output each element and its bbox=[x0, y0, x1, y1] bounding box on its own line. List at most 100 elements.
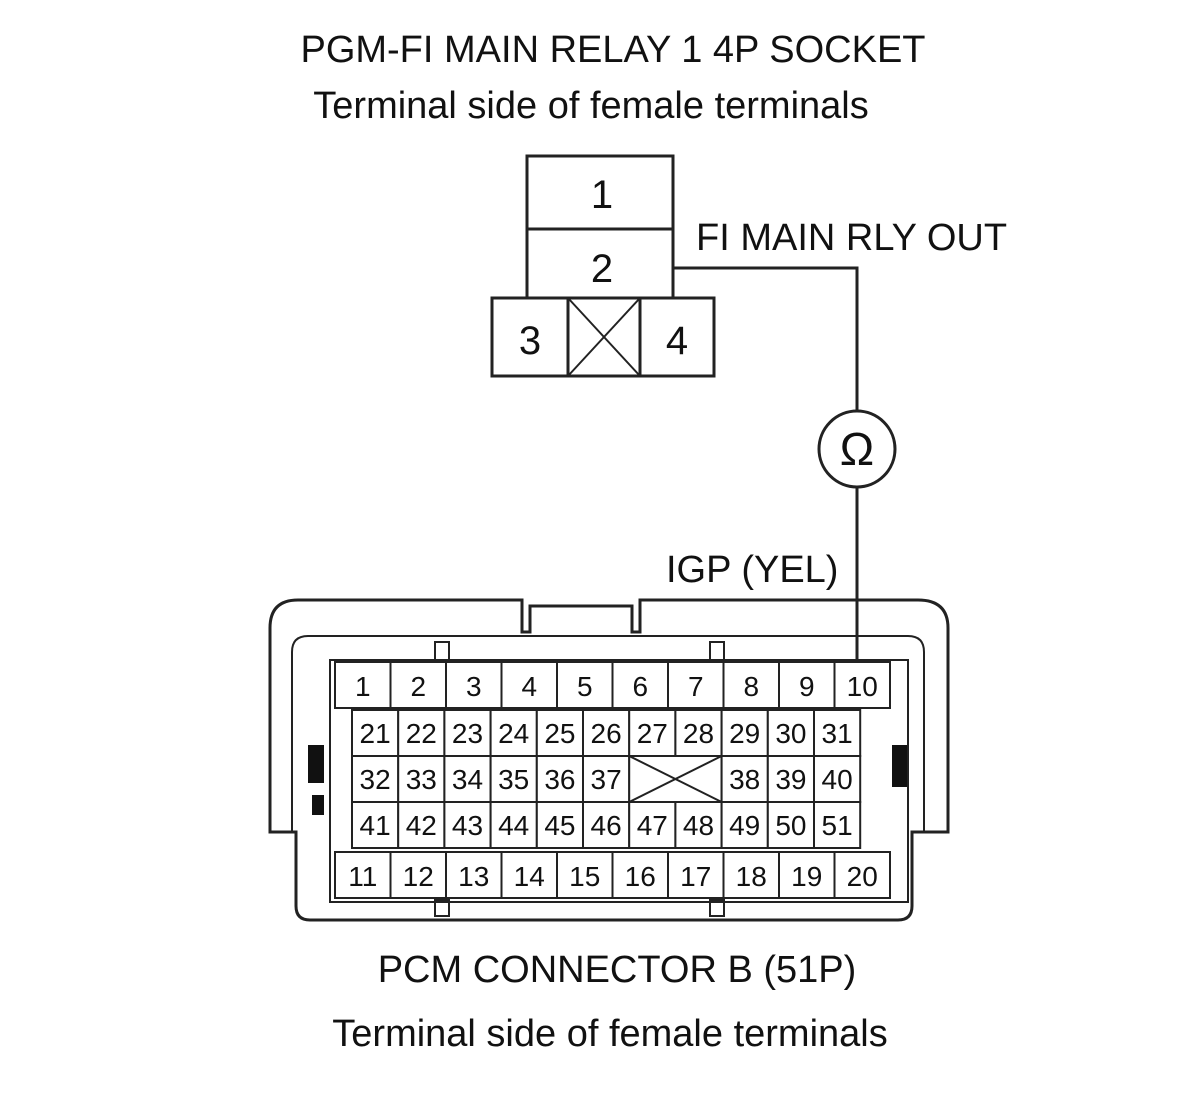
ohmmeter-icon bbox=[817, 409, 897, 489]
pcm-pin-47-cell bbox=[628, 801, 677, 849]
pcm-subtitle: Terminal side of female terminals bbox=[332, 1013, 887, 1055]
pcm-pin-6-cell bbox=[611, 661, 669, 709]
probe-wire-upper bbox=[673, 266, 859, 411]
pcm-pin-34: 34 bbox=[452, 764, 483, 795]
pcm-pin-4: 4 bbox=[521, 671, 537, 702]
pcm-pin-44: 44 bbox=[498, 810, 529, 841]
pcm-pin-10-cell bbox=[833, 661, 891, 709]
pcm-pin-48-cell bbox=[674, 801, 723, 849]
pcm-pin-24: 24 bbox=[498, 718, 529, 749]
pcm-pin-11-cell bbox=[334, 851, 392, 899]
pcm-pin-37: 37 bbox=[591, 764, 622, 795]
pcm-pin-23: 23 bbox=[452, 718, 483, 749]
pcm-connector-shell bbox=[268, 598, 950, 922]
pcm-pin-26: 26 bbox=[591, 718, 622, 749]
pcm-pin-17: 17 bbox=[680, 861, 711, 892]
pcm-pin-51: 51 bbox=[822, 810, 853, 841]
pcm-pin-38-cell bbox=[720, 755, 769, 803]
pcm-pin-50: 50 bbox=[775, 810, 806, 841]
pcm-pin-9-cell bbox=[778, 661, 836, 709]
pcm-pin-30: 30 bbox=[775, 718, 806, 749]
pcm-pin-5: 5 bbox=[577, 671, 593, 702]
pcm-pin-20: 20 bbox=[847, 861, 878, 892]
pcm-pin-21: 21 bbox=[360, 718, 391, 749]
pcm-pin-1-cell bbox=[334, 661, 392, 709]
relay-subtitle: Terminal side of female terminals bbox=[313, 85, 868, 127]
pcm-pin-18-cell bbox=[722, 851, 780, 899]
pcm-pin-47: 47 bbox=[637, 810, 668, 841]
pcm-pin-43-cell bbox=[443, 801, 492, 849]
pcm-pin-19-cell bbox=[778, 851, 836, 899]
pcm-pin-11: 11 bbox=[348, 861, 377, 892]
pcm-pin-29: 29 bbox=[729, 718, 760, 749]
pcm-pin-2: 2 bbox=[410, 671, 426, 702]
pcm-pin-34-cell bbox=[443, 755, 492, 803]
relay-title: PGM-FI MAIN RELAY 1 4P SOCKET bbox=[300, 29, 925, 71]
wire-label-relay: FI MAIN RLY OUT bbox=[696, 217, 1007, 259]
relay-pin-2: 2 bbox=[591, 247, 613, 291]
pcm-pin-3: 3 bbox=[466, 671, 482, 702]
pcm-pin-41-cell bbox=[351, 801, 400, 849]
pcm-pin-45: 45 bbox=[544, 810, 575, 841]
pcm-pin-18: 18 bbox=[736, 861, 767, 892]
pcm-pin-9: 9 bbox=[799, 671, 815, 702]
relay-pin-1: 1 bbox=[591, 173, 613, 217]
pcm-pin-28: 28 bbox=[683, 718, 714, 749]
pcm-pin-31-cell bbox=[813, 709, 862, 757]
pcm-pin-27: 27 bbox=[637, 718, 668, 749]
pcm-pin-31: 31 bbox=[822, 718, 853, 749]
relay-pin-4: 4 bbox=[666, 319, 688, 363]
pcm-pin-32-cell bbox=[351, 755, 400, 803]
relay-socket: 1 2 3 4 bbox=[490, 154, 716, 378]
wire-label-pcm: IGP (YEL) bbox=[666, 549, 838, 591]
pcm-pin-17-cell bbox=[667, 851, 725, 899]
pcm-pin-20-cell bbox=[833, 851, 891, 899]
pcm-pin-13: 13 bbox=[458, 861, 489, 892]
pcm-pin-40-cell bbox=[813, 755, 862, 803]
pcm-pin-21-cell bbox=[351, 709, 400, 757]
pcm-pin-43: 43 bbox=[452, 810, 483, 841]
pcm-pin-14: 14 bbox=[514, 861, 545, 892]
pcm-pin-37-cell bbox=[582, 755, 631, 803]
pcm-blank-cross bbox=[628, 755, 723, 803]
relay-pin-3: 3 bbox=[519, 319, 541, 363]
pcm-pin-8: 8 bbox=[743, 671, 759, 702]
pcm-pin-12: 12 bbox=[403, 861, 434, 892]
pcm-pin-14-cell bbox=[500, 851, 558, 899]
pcm-pin-49: 49 bbox=[729, 810, 760, 841]
pcm-pin-48: 48 bbox=[683, 810, 714, 841]
pcm-pin-38: 38 bbox=[729, 764, 760, 795]
pcm-pin-3-cell bbox=[445, 661, 503, 709]
pcm-pin-32: 32 bbox=[360, 764, 391, 795]
pcm-pin-22: 22 bbox=[406, 718, 437, 749]
pcm-title: PCM CONNECTOR B (51P) bbox=[378, 949, 857, 991]
pcm-pin-16-cell bbox=[611, 851, 669, 899]
pcm-pin-15: 15 bbox=[569, 861, 600, 892]
pcm-pin-50-cell bbox=[766, 801, 815, 849]
pcm-pin-39: 39 bbox=[775, 764, 806, 795]
pcm-pin-1: 1 bbox=[355, 671, 371, 702]
pcm-pin-46: 46 bbox=[591, 810, 622, 841]
pcm-pin-25: 25 bbox=[544, 718, 575, 749]
pcm-pin-51-cell bbox=[813, 801, 862, 849]
pcm-pin-13-cell bbox=[445, 851, 503, 899]
pcm-pin-19: 19 bbox=[791, 861, 822, 892]
pcm-pin-5-cell bbox=[556, 661, 614, 709]
pcm-pin-35: 35 bbox=[498, 764, 529, 795]
pcm-pin-33: 33 bbox=[406, 764, 437, 795]
pcm-pin-6: 6 bbox=[632, 671, 648, 702]
pcm-pin-8-cell bbox=[722, 661, 780, 709]
pcm-pin-7-cell bbox=[667, 661, 725, 709]
pcm-pin-36-cell bbox=[535, 755, 584, 803]
pcm-pin-7: 7 bbox=[688, 671, 704, 702]
pcm-pin-42: 42 bbox=[406, 810, 437, 841]
ohm-symbol: Ω bbox=[840, 423, 874, 475]
pcm-pin-12-cell bbox=[389, 851, 447, 899]
pcm-pin-36: 36 bbox=[544, 764, 575, 795]
pcm-pin-16: 16 bbox=[625, 861, 656, 892]
pcm-pin-40: 40 bbox=[822, 764, 853, 795]
pcm-pin-41: 41 bbox=[360, 810, 391, 841]
pcm-pin-10: 10 bbox=[847, 671, 878, 702]
